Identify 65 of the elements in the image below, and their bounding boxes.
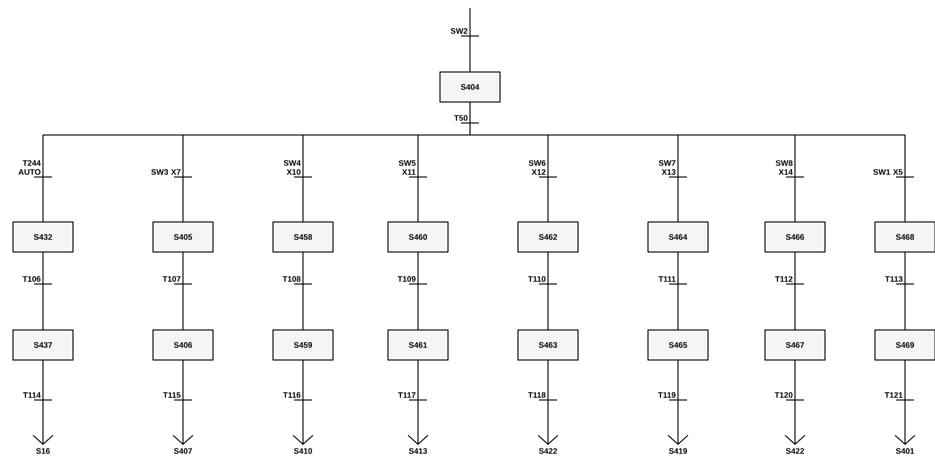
- transition-label: T120: [774, 392, 792, 398]
- step-box: S432: [12, 222, 74, 252]
- transition-label: T111: [658, 276, 676, 282]
- transition-label: T106: [22, 276, 40, 282]
- transition-label: SW1 X5: [873, 169, 903, 175]
- target-step-label: S422: [786, 448, 804, 454]
- connector-line: [172, 360, 194, 445]
- step-box: S404: [440, 72, 500, 102]
- target-step-label: S419: [668, 448, 688, 454]
- target-step-label: S410: [294, 448, 312, 454]
- step-box: S467: [764, 330, 826, 360]
- connector-line: [538, 360, 558, 445]
- step-box: S405: [152, 222, 214, 252]
- connector-line: [42, 252, 44, 330]
- step-box: S465: [648, 330, 708, 360]
- step-box: S437: [12, 330, 74, 360]
- step-box: S460: [388, 222, 448, 252]
- transition-label: T50: [454, 115, 468, 121]
- step-box: S463: [518, 330, 578, 360]
- transition-label: T244 AUTO: [18, 160, 41, 175]
- transition-label: T114: [23, 392, 41, 398]
- connector-line: [794, 252, 796, 330]
- target-step-label: S401: [896, 448, 914, 454]
- transition-label: SW5 X11: [398, 160, 416, 175]
- transition-label: T113: [885, 276, 902, 282]
- target-step-label: S422: [538, 448, 558, 454]
- transition-label: T110: [528, 276, 546, 282]
- connector-line: [470, 102, 906, 222]
- connector-line: [894, 360, 916, 445]
- transition-label: SW2: [450, 28, 468, 34]
- target-step-label: S413: [408, 448, 428, 454]
- connector-line: [292, 360, 314, 445]
- transition-label: T116: [283, 392, 300, 398]
- step-box: S462: [518, 222, 578, 252]
- transition-label: SW6 X12: [528, 160, 546, 175]
- transition-label: T119: [658, 392, 676, 398]
- step-box: S464: [648, 222, 708, 252]
- step-box: S468: [874, 222, 935, 252]
- transition-label: SW3 X7: [151, 169, 180, 175]
- transition-label: SW4 X10: [284, 160, 301, 175]
- transition-label: SW8 X14: [776, 160, 793, 175]
- step-box: S461: [388, 330, 448, 360]
- connector-line: [302, 252, 304, 330]
- transition-label: T118: [528, 392, 546, 398]
- connector-line: [32, 360, 54, 445]
- step-box: S459: [272, 330, 334, 360]
- connector-line: [784, 360, 806, 445]
- transition-label: T112: [775, 276, 792, 282]
- connector-line: [668, 360, 688, 445]
- transition-label: T115: [163, 392, 181, 398]
- transition-label: T117: [398, 392, 416, 398]
- step-box: S406: [152, 330, 214, 360]
- step-box: S469: [874, 330, 935, 360]
- transition-label: T108: [282, 276, 301, 282]
- step-box: S458: [272, 222, 334, 252]
- transition-label: T109: [398, 276, 416, 282]
- target-step-label: S407: [174, 448, 192, 454]
- target-step-label: S16: [36, 448, 50, 454]
- connector-line: [904, 252, 906, 330]
- transition-label: SW7 X13: [658, 160, 676, 175]
- connector-line: [182, 252, 184, 330]
- transition-label: T121: [884, 392, 903, 398]
- transition-label: T107: [162, 276, 180, 282]
- step-box: S466: [764, 222, 826, 252]
- connector-line: [408, 360, 428, 445]
